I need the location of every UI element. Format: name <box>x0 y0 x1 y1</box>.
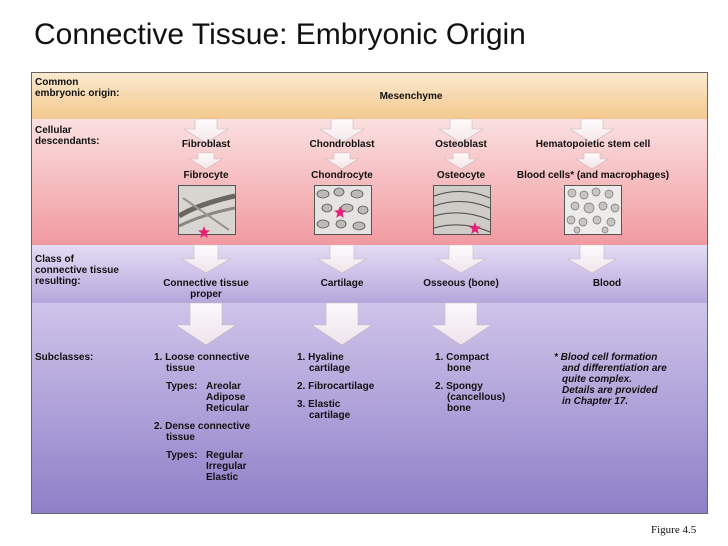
elastic-cartilage-label: Elastic <box>308 399 341 410</box>
types-label: Types: <box>166 450 198 461</box>
page-title: Connective Tissue: Embryonic Origin <box>34 18 526 51</box>
compact-label-cont: bone <box>447 363 471 374</box>
osteoblast-label: Osteoblast <box>435 139 487 150</box>
footnote-line: Details are provided <box>562 385 658 396</box>
spongy-label-cont: (cancellous) <box>447 392 506 403</box>
hyaline-label-cont: cartilage <box>309 363 351 374</box>
list-number: 1. <box>154 352 163 363</box>
subclasses-band <box>32 303 707 513</box>
spongy-label-cont2: bone <box>447 403 471 414</box>
footnote-line: * Blood cell formation <box>554 352 658 363</box>
osteocyte-label: Osteocyte <box>436 170 486 181</box>
blood-cells-label: Blood cells* (and macrophages) <box>516 170 670 181</box>
star-icon <box>469 222 481 234</box>
star-icon <box>198 226 210 238</box>
elastic-cartilage-label-cont: cartilage <box>309 410 351 421</box>
ctp-class-label: Connective tissue proper <box>163 278 249 300</box>
compact-label: Compact <box>446 352 489 363</box>
loose-label: Loose connective <box>165 352 250 363</box>
regular-label: Regular <box>206 450 244 461</box>
loose-label-cont: tissue <box>166 363 195 374</box>
dense-label-cont: tissue <box>166 432 195 443</box>
footnote-line: in Chapter 17. <box>562 396 629 407</box>
chondrocyte-label: Chondrocyte <box>311 170 373 181</box>
origin-band <box>32 73 707 119</box>
arrow-icon <box>175 118 618 346</box>
reticular-label: Reticular <box>206 403 249 414</box>
bone-class-label: Osseous (bone) <box>423 278 499 289</box>
adipose-label: Adipose <box>206 392 246 403</box>
blood-class-label: Blood <box>592 278 622 289</box>
figure-label: Figure 4.5 <box>651 524 697 536</box>
descendants-row-label: Cellular descendants: <box>35 125 100 147</box>
hyaline-label: Hyaline <box>308 352 344 363</box>
spongy-label: Spongy <box>446 381 483 392</box>
list-number: 2. <box>297 381 306 392</box>
origin-row-label: Common embryonic origin: <box>35 77 120 99</box>
areolar-label: Areolar <box>206 381 242 392</box>
footnote-line: and differentiation are <box>562 363 667 374</box>
ctp-subclass-list: 1. Loose connective tissue Types: Areolar… <box>154 352 250 483</box>
list-number: 3. <box>297 399 306 410</box>
list-number: 2. <box>435 381 444 392</box>
class-row-label: Class of connective tissue resulting: <box>35 254 119 287</box>
fibrocyte-label: Fibrocyte <box>183 170 229 181</box>
mesenchyme-label: Mesenchyme <box>379 91 443 102</box>
chondroblast-label: Chondroblast <box>309 139 375 150</box>
list-number: 2. <box>154 421 163 432</box>
blood-cells-image <box>564 185 622 235</box>
embryonic-origin-diagram: Common embryonic origin: Mesenchyme Cell… <box>31 72 708 514</box>
list-number: 1. <box>297 352 306 363</box>
footnote-line: quite complex. <box>562 374 633 385</box>
hematopoietic-label: Hematopoietic stem cell <box>535 139 651 150</box>
dense-label: Dense connective <box>165 421 251 432</box>
subclasses-row-label: Subclasses: <box>35 352 94 363</box>
osteocyte-image <box>433 185 491 235</box>
elastic-label: Elastic <box>206 472 239 483</box>
irregular-label: Irregular <box>206 461 247 472</box>
bone-subclass-list: 1. Compact bone 2. Spongy (cancellous) b… <box>435 352 505 414</box>
blood-footnote: * Blood cell formation and differentiati… <box>554 352 667 407</box>
list-number: 1. <box>435 352 444 363</box>
types-label: Types: <box>166 381 198 392</box>
fibroblast-label: Fibroblast <box>181 139 231 150</box>
cartilage-class-label: Cartilage <box>320 278 364 289</box>
cartilage-subclass-list: 1. Hyaline cartilage 2. Fibrocartilage 3… <box>297 352 374 421</box>
fibrocyte-image <box>178 185 236 235</box>
star-icon <box>334 206 346 218</box>
fibrocartilage-label: Fibrocartilage <box>308 381 375 392</box>
chondrocyte-image <box>314 185 372 235</box>
